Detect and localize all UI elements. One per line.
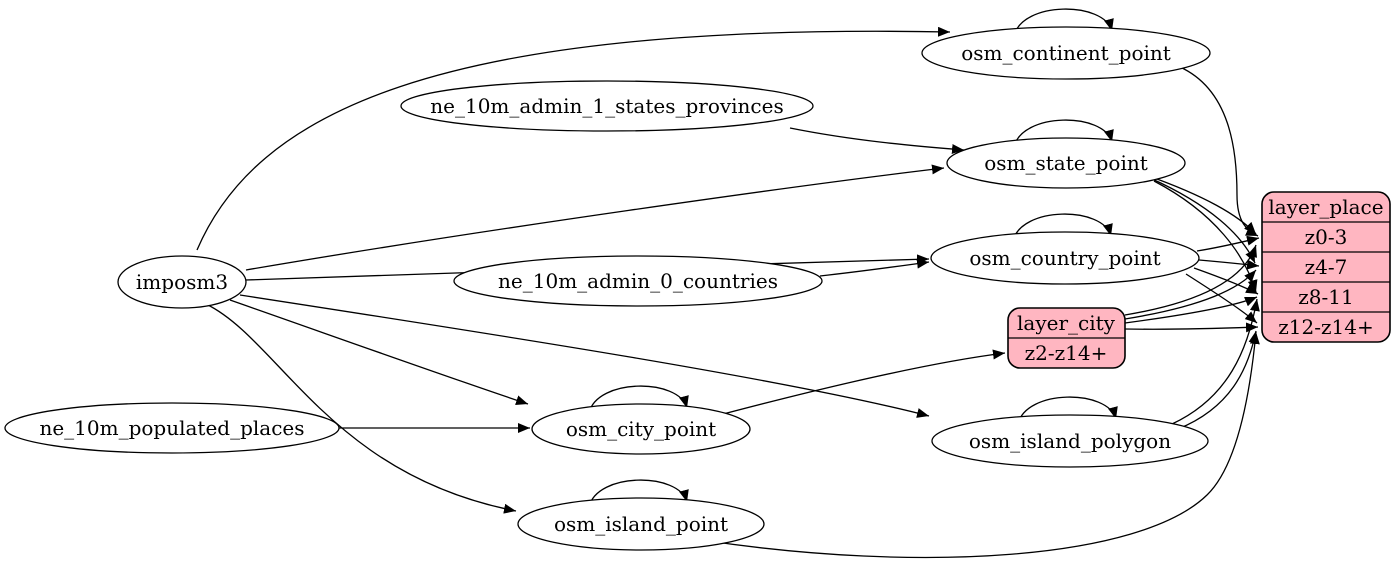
edge-osm_island_polygon--layer_place-z8-11 (1171, 298, 1260, 425)
edge-imposm3--osm_continent_point (196, 26, 951, 251)
osm_island_point-label: osm_island_point (554, 512, 728, 536)
node-layer_city: layer_city z2-z14+ (1007, 307, 1126, 369)
edge-self-osm_city_point (588, 385, 689, 414)
osm_continent_point-label: osm_continent_point (961, 41, 1171, 65)
layer_place-row-z12-z14+: z12-z14+ (1278, 315, 1374, 339)
osm_island_point-ellipse (517, 497, 765, 551)
edge-self-osm_island_point (588, 479, 689, 508)
layer_place-row-z0-3: z0-3 (1305, 225, 1348, 249)
edge-ne_10m_admin_1_states_provinces--osm_state_point (789, 127, 965, 155)
node-osm_city_point: osm_city_point (531, 403, 751, 455)
layer_place-row-z4-7: z4-7 (1305, 255, 1348, 279)
edge-self-osm_island_polygon (1017, 396, 1118, 425)
edge-osm_continent_point--layer_place-z0-3 (1179, 66, 1259, 237)
ne_10m_admin_0_countries-label: ne_10m_admin_0_countries (498, 269, 778, 293)
osm_country_point-ellipse (930, 231, 1200, 285)
imposm3-ellipse (117, 255, 247, 309)
layer_city-header: layer_city (1017, 311, 1116, 335)
node-osm_continent_point: osm_continent_point (921, 26, 1211, 80)
osm_continent_point-ellipse (921, 26, 1211, 80)
edge-osm_country_point--layer_place-z4-7 (1198, 259, 1260, 270)
layer_place-box (1261, 191, 1391, 343)
edges-group (196, 8, 1260, 559)
node-osm_island_point: osm_island_point (517, 497, 765, 551)
osm_state_point-label: osm_state_point (984, 151, 1148, 175)
edge-osm_state_point--layer_place-z0-3 (1145, 174, 1257, 235)
node-layer_place: layer_place z0-3 z4-7 z8-11 z12-z14+ (1261, 191, 1391, 343)
node-osm_state_point: osm_state_point (946, 137, 1186, 189)
edge-osm_state_point--layer_place-z8-11 (1153, 180, 1258, 293)
ne_10m_populated_places-label: ne_10m_populated_places (39, 416, 304, 440)
osm_island_polygon-label: osm_island_polygon (969, 429, 1171, 453)
ne_10m_admin_1_states_provinces-ellipse (400, 80, 814, 132)
osm_city_point-label: osm_city_point (566, 417, 716, 441)
imposm3-label: imposm3 (136, 270, 228, 294)
osm_city_point-ellipse (531, 403, 751, 455)
node-osm_island_polygon: osm_island_polygon (931, 414, 1209, 468)
osm_state_point-ellipse (946, 137, 1186, 189)
node-ne_10m_admin_0_countries: ne_10m_admin_0_countries (453, 255, 823, 307)
edge-self-osm_continent_point (1013, 8, 1114, 37)
node-ne_10m_populated_places: ne_10m_populated_places (4, 402, 340, 454)
edge-self-osm_state_point (1013, 119, 1114, 148)
layer_place-header: layer_place (1268, 195, 1383, 219)
layer_place-row-z8-11: z8-11 (1298, 285, 1353, 309)
edge-osm_country_point--layer_place-z8-11 (1193, 267, 1259, 295)
edge-layer_city--layer_place-z8-11 (1124, 296, 1258, 324)
node-imposm3: imposm3 (117, 255, 247, 309)
edge-layer_city--layer_place-z12-z14+ (1124, 322, 1259, 333)
edge-osm_country_point--layer_place-z12-z14+ (1185, 273, 1258, 324)
edge-layer_city--layer_place-z0-3 (1124, 244, 1257, 316)
node-osm_country_point: osm_country_point (930, 231, 1200, 285)
edge-imposm3--osm_city_point (229, 299, 529, 405)
edge-imposm3--osm_island_point (205, 303, 517, 514)
ne_10m_admin_0_countries-ellipse (453, 255, 823, 307)
edge-imposm3--osm_island_polygon (239, 294, 930, 418)
edge-self-osm_country_point (1012, 213, 1113, 242)
osm_island_polygon-ellipse (931, 414, 1209, 468)
node-ne_10m_admin_1_states_provinces: ne_10m_admin_1_states_provinces (400, 80, 814, 132)
edge-ne_10m_admin_0_countries--osm_country_point (819, 258, 930, 277)
ne_10m_admin_1_states_provinces-label: ne_10m_admin_1_states_provinces (430, 94, 783, 118)
edge-layer_city--layer_place-z4-7 (1124, 269, 1257, 320)
osm_country_point-label: osm_country_point (969, 246, 1160, 270)
edge-osm_country_point--layer_place-z0-3 (1196, 235, 1260, 252)
layer_city-row-z2-z14+: z2-z14+ (1025, 341, 1108, 365)
edge-osm_city_point--layer_city-z2-z14+ (711, 349, 1006, 418)
edge-imposm3--osm_state_point (245, 164, 945, 271)
ne_10m_populated_places-ellipse (4, 402, 340, 454)
edge-osm_island_point--layer_place-z12-z14+ (701, 331, 1260, 559)
